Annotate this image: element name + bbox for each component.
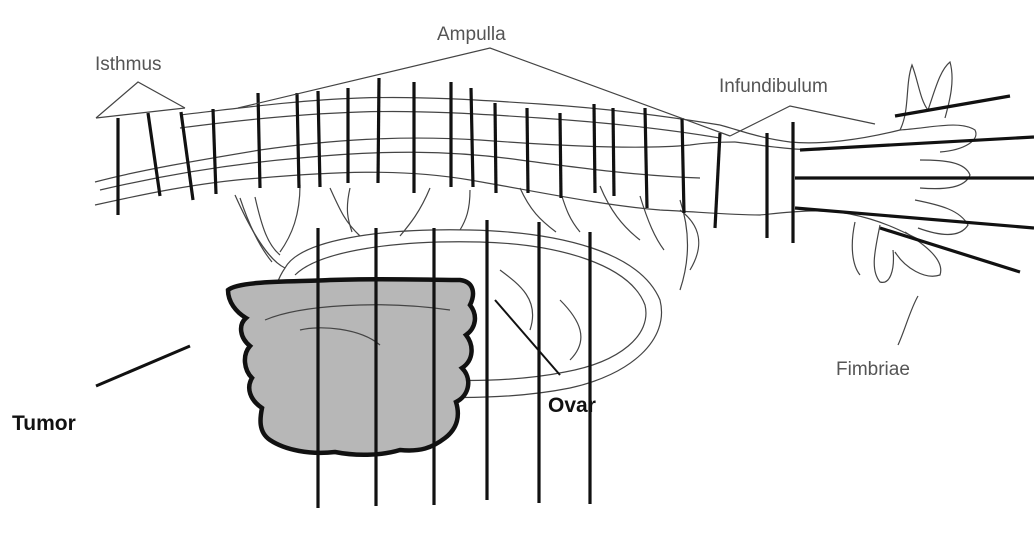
fimbriae-section-lines bbox=[795, 96, 1034, 272]
leader-lines bbox=[96, 48, 918, 386]
tube-section-lines bbox=[118, 78, 793, 243]
ampulla-label: Ampulla bbox=[437, 24, 506, 45]
ovar-leader bbox=[495, 300, 560, 375]
ampulla-bracket bbox=[238, 48, 730, 136]
fallopian-tube bbox=[95, 97, 920, 240]
fimbriae-label: Fimbriae bbox=[836, 359, 910, 380]
isthmus-bracket-base bbox=[96, 108, 185, 118]
isthmus-label: Isthmus bbox=[95, 54, 162, 75]
tumor-leader bbox=[96, 346, 190, 386]
tumor-label: Tumor bbox=[12, 412, 76, 435]
fimbriae-leader bbox=[898, 296, 918, 345]
infundibulum-bracket bbox=[730, 106, 875, 136]
fimbriae-drawing bbox=[852, 62, 976, 282]
ovar-label: Ovar bbox=[548, 394, 596, 417]
mesosalpinx bbox=[235, 185, 699, 290]
infundibulum-label: Infundibulum bbox=[719, 76, 828, 97]
